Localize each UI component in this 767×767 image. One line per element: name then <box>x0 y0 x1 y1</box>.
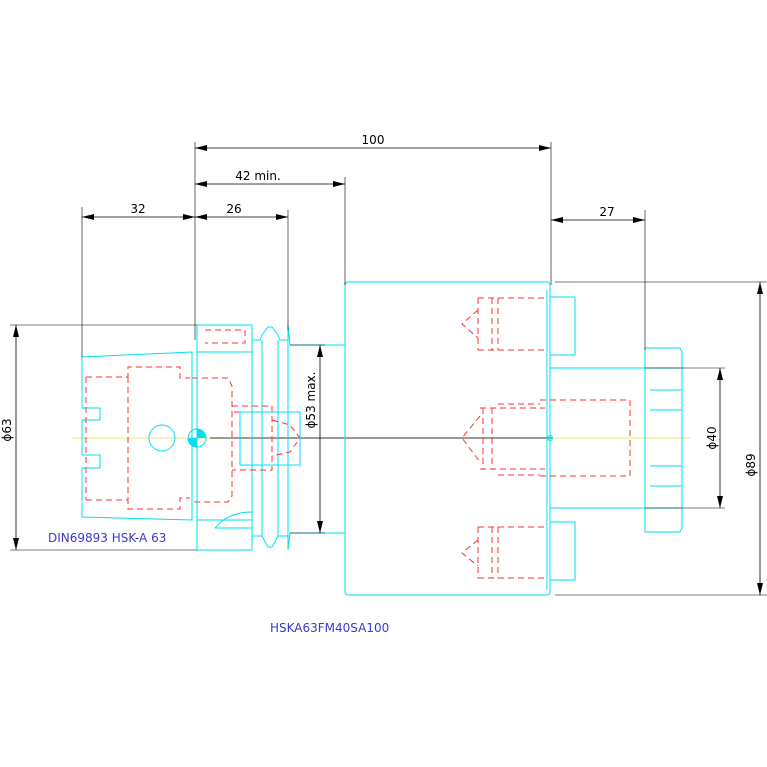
standard-label: DIN69893 HSK-A 63 <box>48 531 166 545</box>
dim-clamp-length: 42 min. <box>235 169 281 183</box>
dim-overall-length: 100 <box>362 133 385 147</box>
extension-lines <box>10 142 767 596</box>
part-number-label: HSKA63FM40SA100 <box>270 621 389 635</box>
dim-face-dia: ϕ89 <box>744 453 758 476</box>
orientation-mark <box>188 429 206 447</box>
dim-taper-length: 32 <box>130 202 145 216</box>
dimension-lines <box>13 145 763 595</box>
dim-shank-length: 27 <box>599 205 614 219</box>
main-body <box>344 281 576 596</box>
hsk-taper <box>81 351 233 521</box>
flange <box>187 282 346 551</box>
front-shank <box>540 347 683 533</box>
dim-flange-length: 26 <box>226 202 241 216</box>
taper-hole <box>148 424 176 452</box>
dim-body-dia: ϕ53 max. <box>304 372 318 429</box>
dim-flange-dia: ϕ63 <box>0 418 14 441</box>
front-center-mark <box>547 435 553 441</box>
dim-pilot-dia: ϕ40 <box>705 426 719 449</box>
